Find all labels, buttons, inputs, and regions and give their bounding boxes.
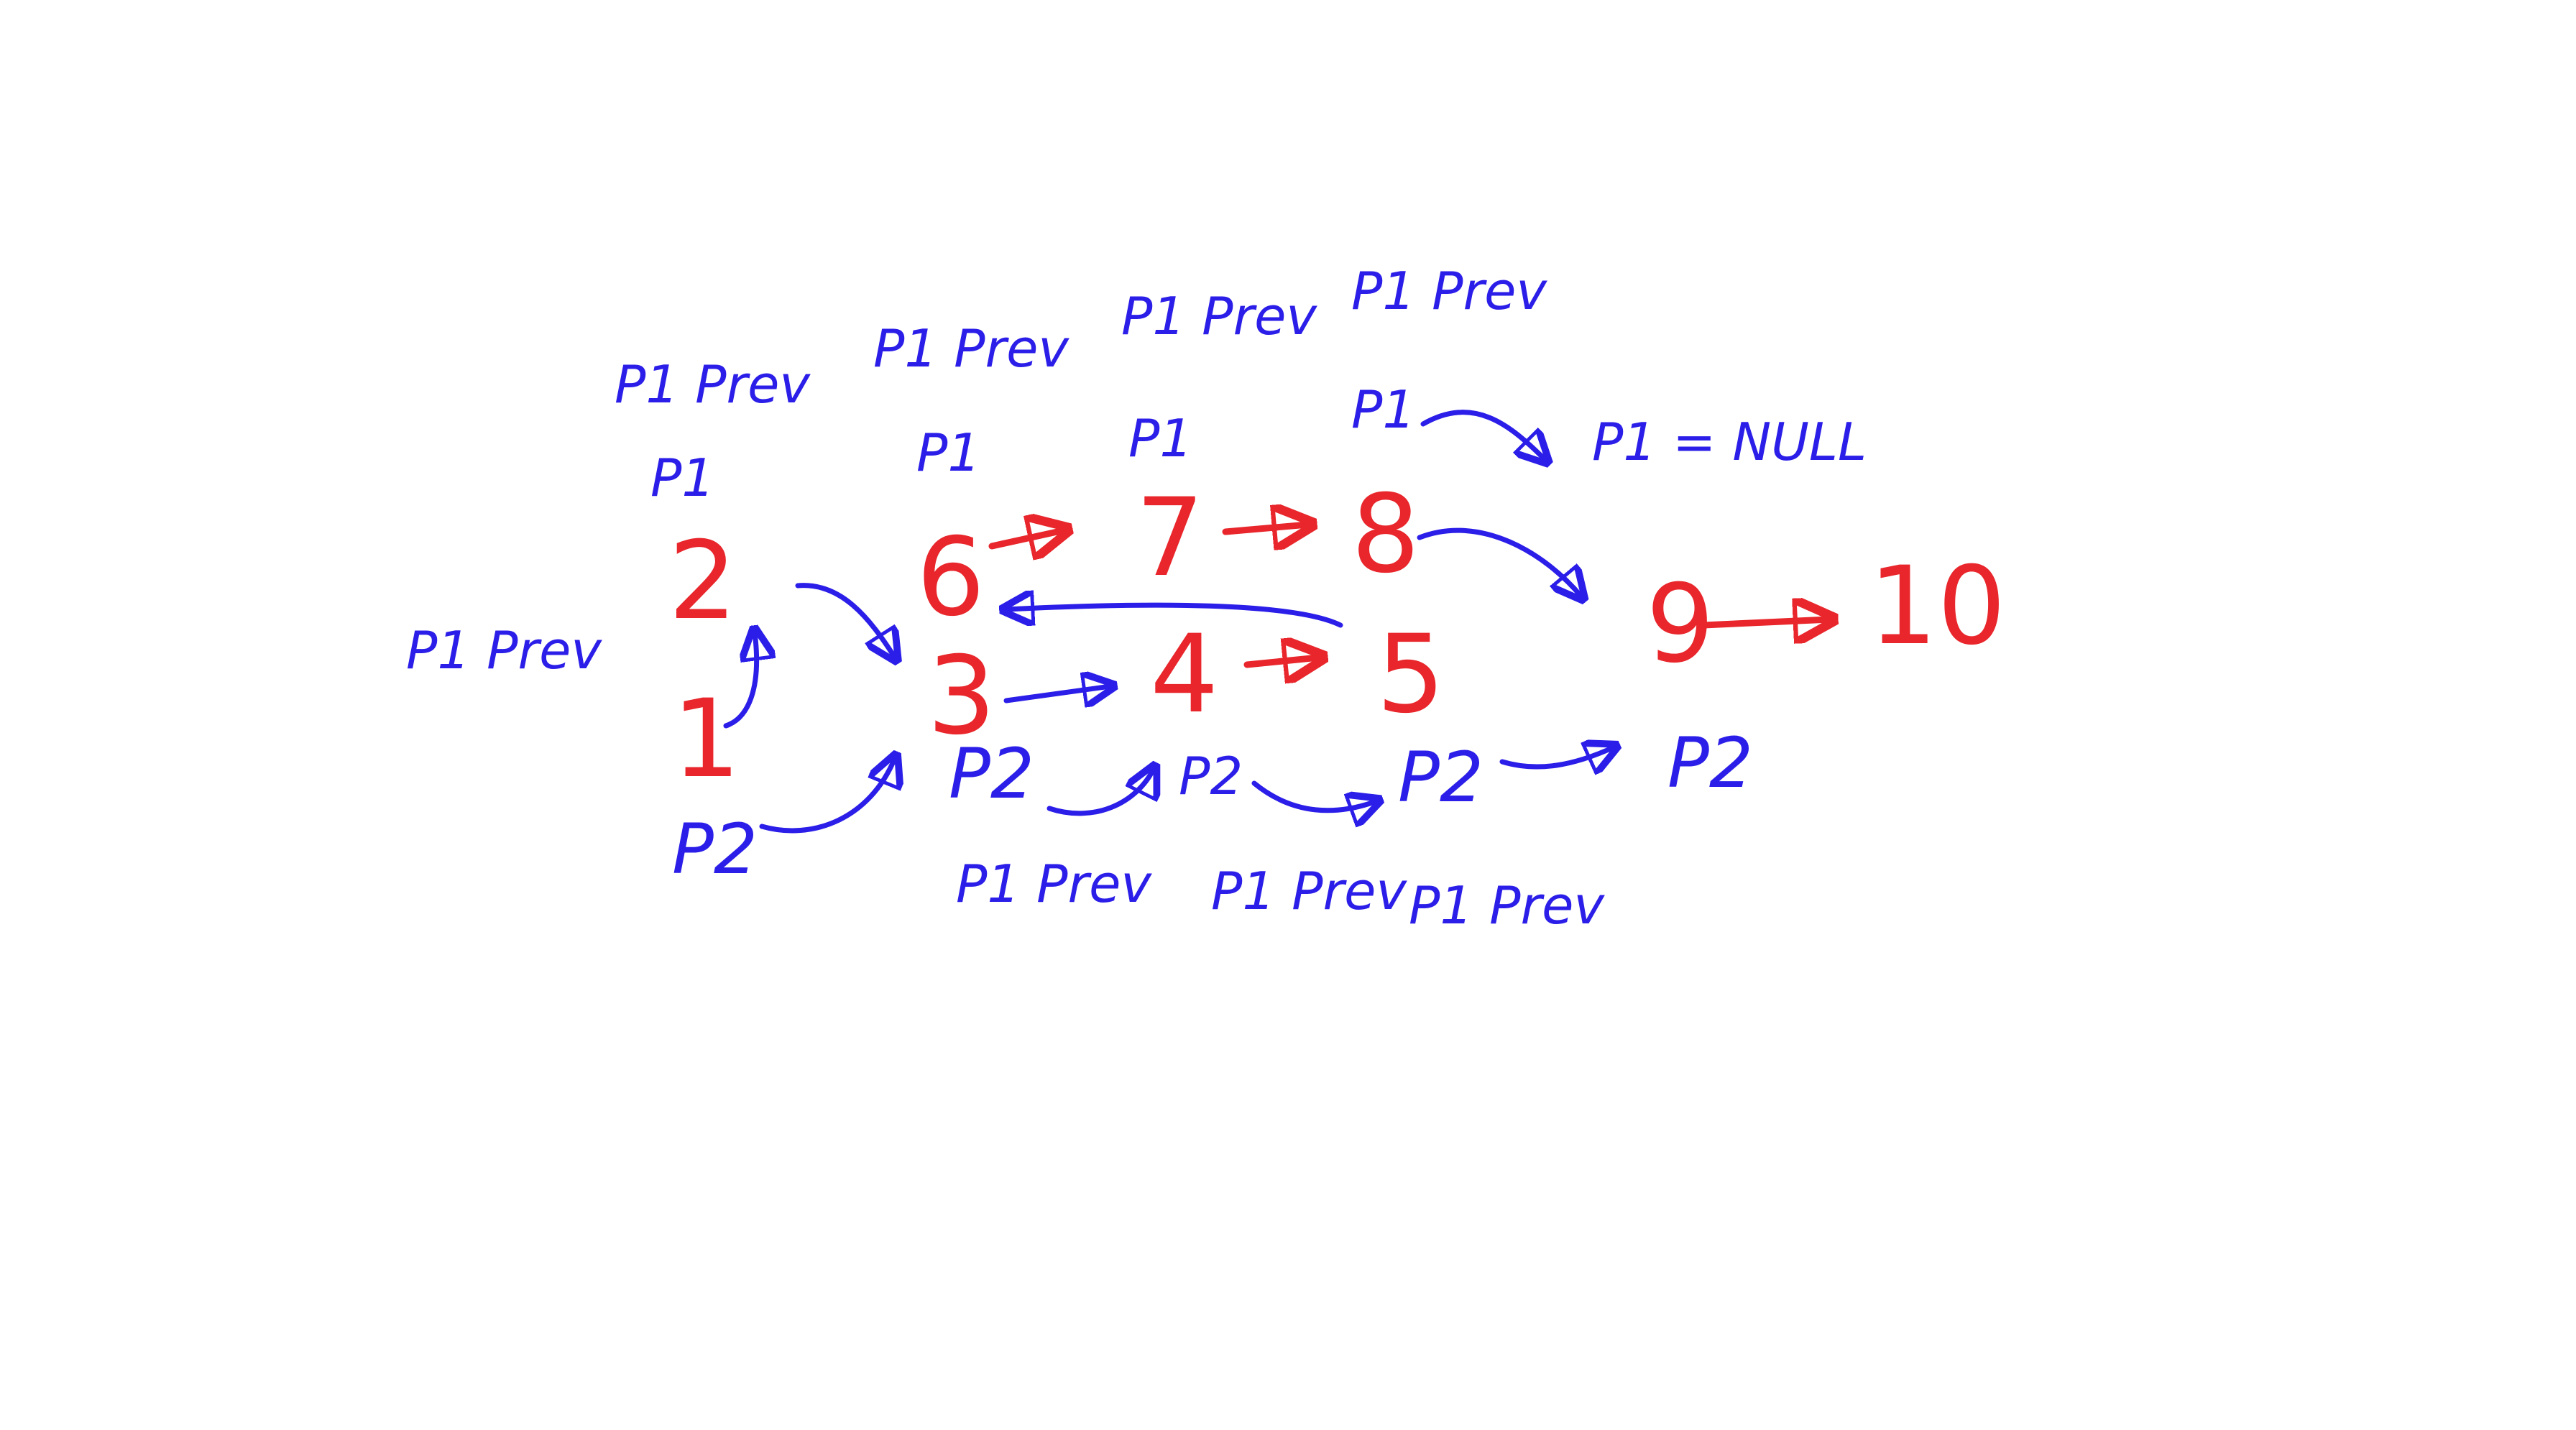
label-p1-prev-left: P1 Prev [406,620,602,681]
arrow-1-to-2 [723,632,757,729]
node-3: 3 [927,634,995,759]
label-p1-prev-under-3: P1 Prev [956,854,1152,914]
label-p1-over-8: P1 [1351,379,1415,440]
label-p1-prev-over-8: P1 Prev [1351,261,1547,321]
node-2: 2 [668,519,737,644]
arrow-6-to-7 [988,530,1064,546]
arrow-p2-4-to-5 [1251,780,1376,811]
label-p1-over-6: P1 [916,423,980,483]
node-7: 7 [1136,476,1204,601]
node-1: 1 [672,677,740,802]
node-10: 10 [1869,544,2006,669]
arrow-p1-to-null [1420,410,1545,460]
node-4: 4 [1150,612,1218,737]
label-p2-end: P2 [1668,723,1753,803]
label-p2-under-5: P2 [1398,737,1484,818]
node-6: 6 [916,515,985,640]
label-p1-prev-over-7: P1 Prev [1121,286,1317,346]
label-p2-start: P2 [672,809,758,890]
arrow-p2-5-to-end [1499,747,1614,767]
label-p2-under-4: P2 [1179,746,1243,806]
node-8: 8 [1351,472,1420,597]
node-5: 5 [1376,612,1445,737]
arrow-9-to-10 [1700,619,1829,625]
label-p1-over-7: P1 [1128,408,1192,469]
arrow-5-to-6 [1006,605,1343,628]
arrow-4-to-5 [1243,658,1319,665]
label-p1-prev-under-5: P1 Prev [1409,875,1605,936]
arrow-3-to-4 [1003,686,1110,701]
arrow-8-to-9 [1417,527,1581,596]
arrow-p2-3-to-4 [1046,769,1154,816]
label-p1-over-2: P1 [650,448,714,508]
label-p1-prev-over-6: P1 Prev [873,318,1070,379]
arrow-7-to-8 [1222,525,1308,532]
label-p1-prev-over-2: P1 Prev [615,354,811,415]
arrow-2-to-3 [795,583,895,658]
label-p1-null: P1 = NULL [1592,412,1867,472]
label-p1-prev-under-4: P1 Prev [1211,861,1407,921]
label-p2-under-3: P2 [949,734,1034,814]
arrow-p2-start-to-3 [759,758,895,834]
